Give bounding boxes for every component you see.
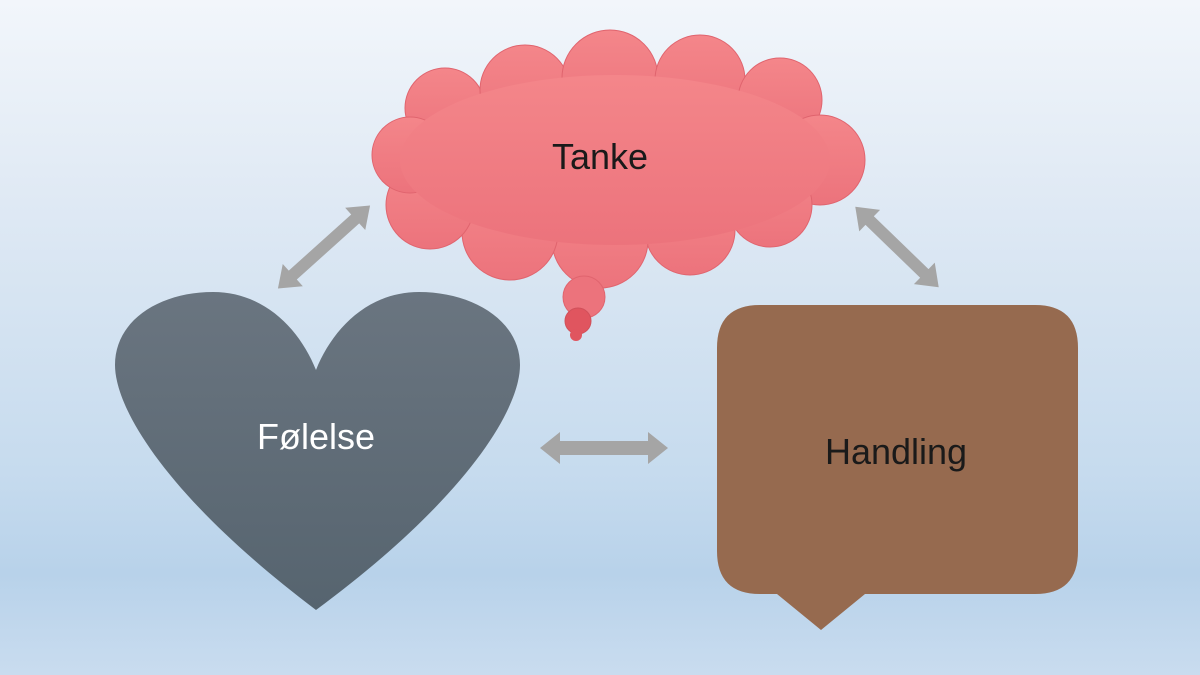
arrow-feeling-thought	[277, 205, 371, 289]
feeling-heart	[115, 292, 520, 610]
action-label: Handling	[824, 431, 968, 472]
arrow-thought-action	[855, 206, 939, 288]
arrow-feeling-action	[540, 432, 668, 464]
thought-bubble-small	[570, 329, 582, 341]
feeling-label: Følelse	[256, 416, 376, 457]
thought-cloud	[371, 29, 866, 289]
thought-label: Tanke	[551, 136, 649, 177]
action-speech-bubble	[717, 305, 1078, 630]
